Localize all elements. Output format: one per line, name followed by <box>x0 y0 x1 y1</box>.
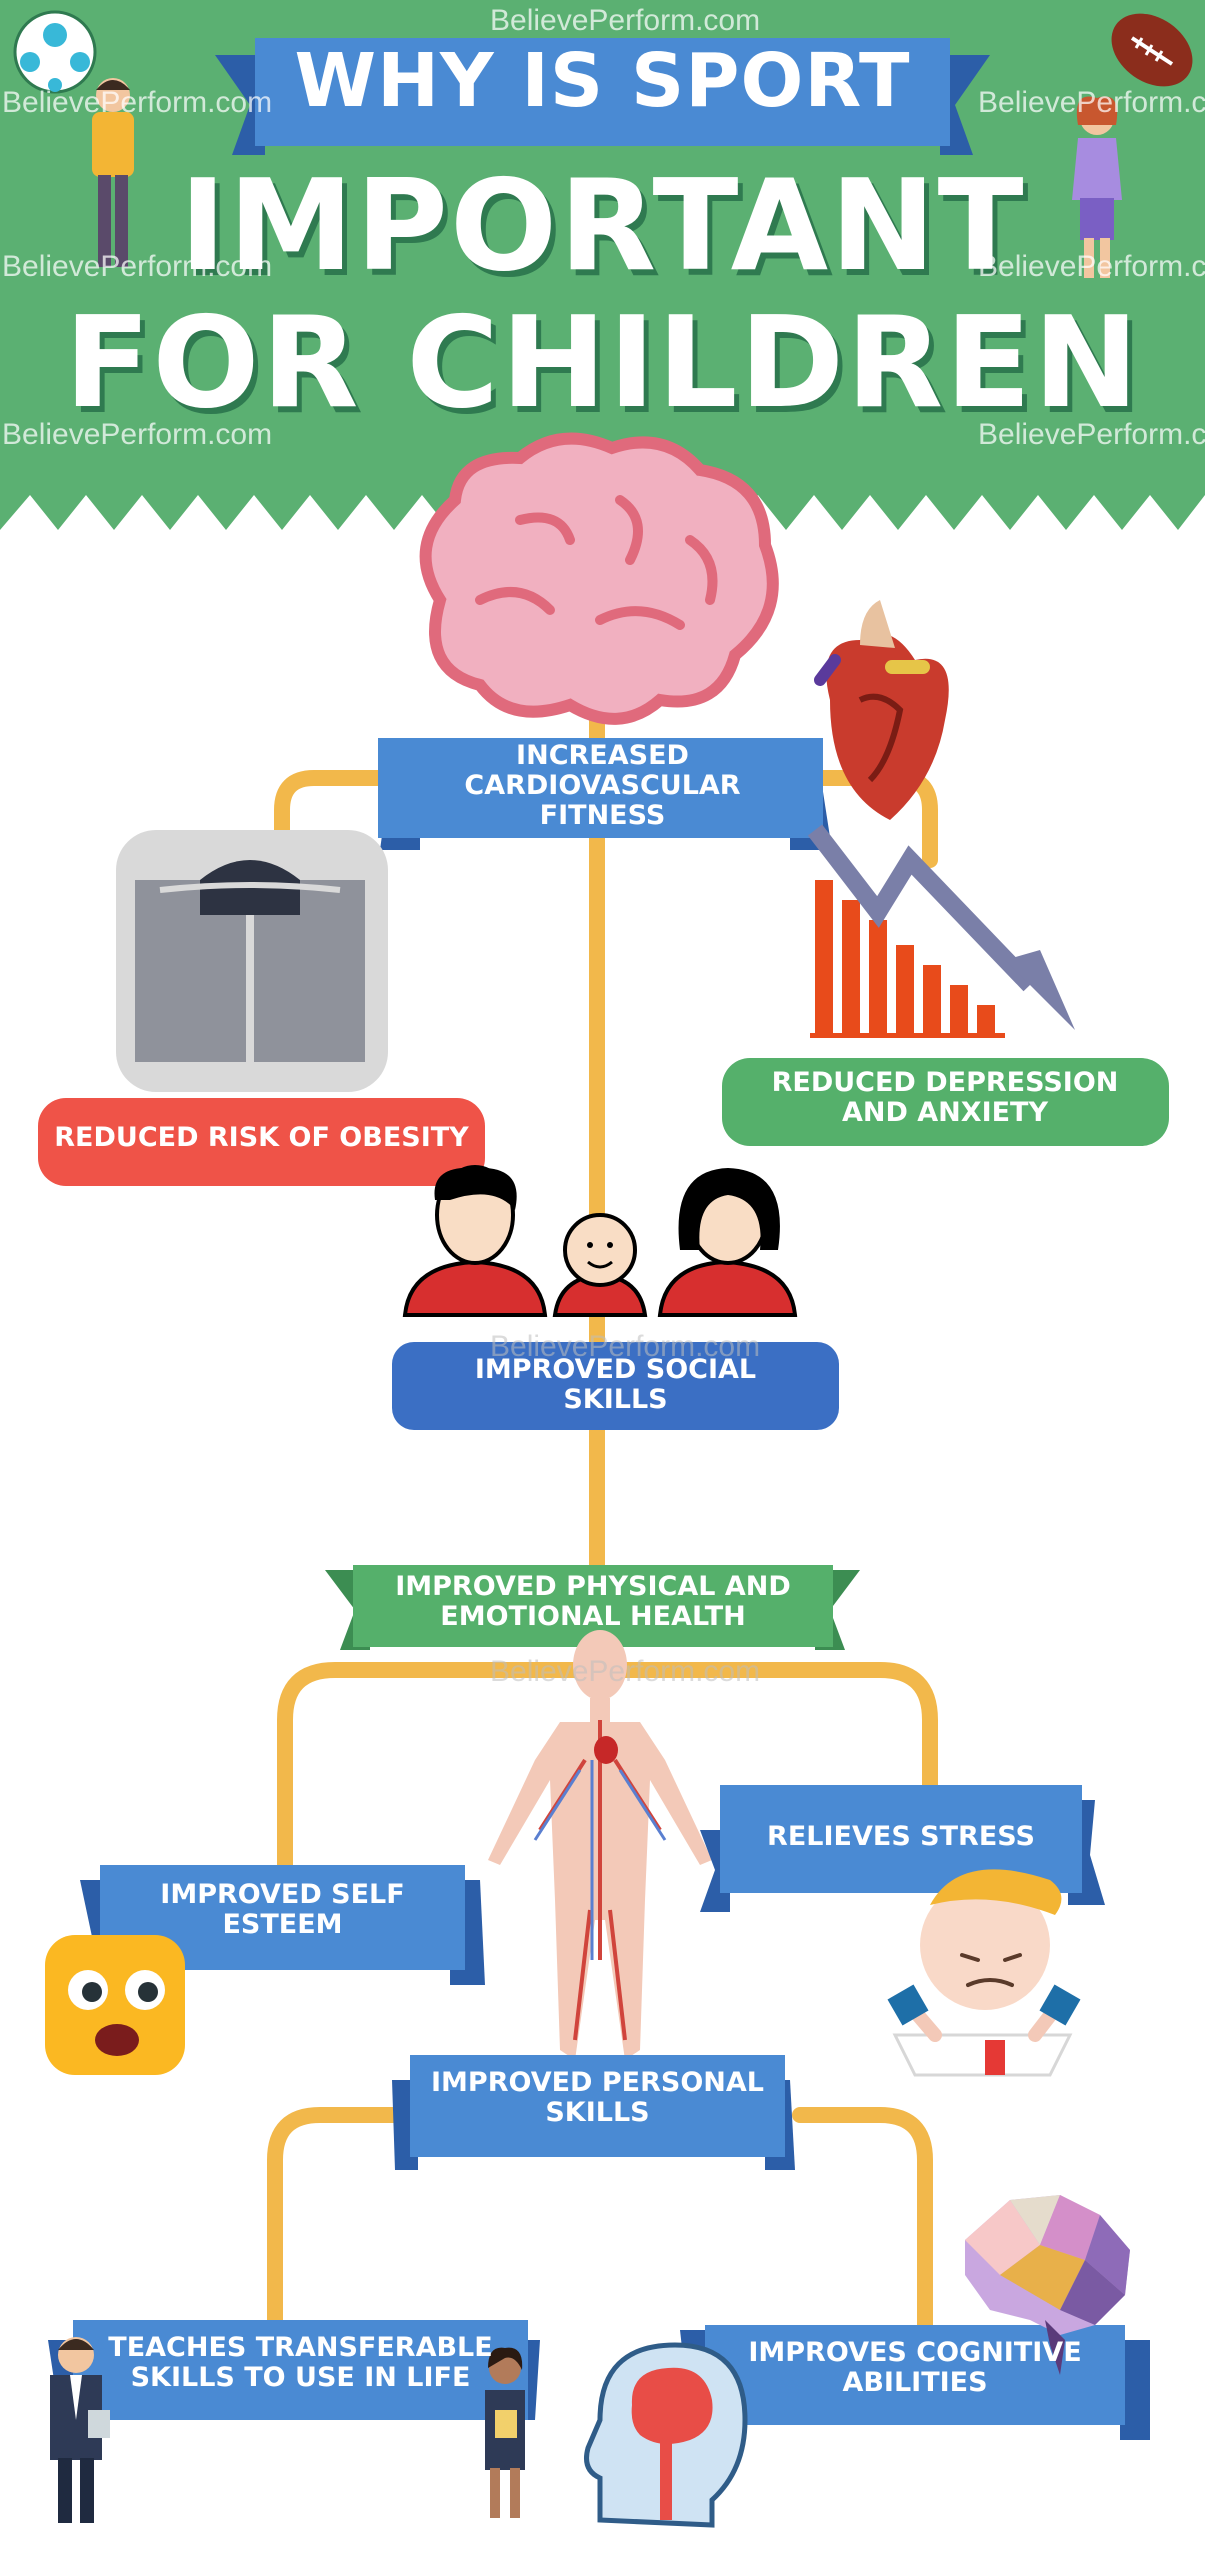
watermark-right-2: BelievePerform.com <box>978 250 1205 283</box>
head-brain-icon <box>584 2342 748 2528</box>
label-social: IMPROVED SOCIAL SKILLS <box>474 1354 757 1416</box>
colorful-brain-icon <box>965 2195 1130 2375</box>
title-line-1: WHY IS SPORT <box>294 38 911 124</box>
label-depression: REDUCED DEPRESSION AND ANXIETY <box>771 1067 1119 1129</box>
label-stress: RELIEVES STRESS <box>767 1821 1035 1852</box>
social-badge <box>392 1342 839 1430</box>
woman-with-tablet-icon <box>485 2347 525 2518</box>
girl-icon <box>1072 96 1122 278</box>
label-cardiovascular: INCREASED CARDIOVASCULAR FITNESS <box>464 740 741 832</box>
label-self-esteem: IMPROVED SELF ESTEEM <box>160 1879 405 1941</box>
label-personal: IMPROVED PERSONAL SKILLS <box>431 2067 764 2129</box>
watermark-left-2: BelievePerform.com <box>2 250 273 283</box>
title-banner <box>215 38 990 155</box>
label-transferable: TEACHES TRANSFERABLE SKILLS TO USE IN LI… <box>108 2332 493 2394</box>
family-icon <box>402 1165 798 1317</box>
stressed-child-icon <box>887 1869 1081 2077</box>
label-cognitive: IMPROVES COGNITIVE ABILITIES <box>748 2337 1082 2399</box>
man-with-tablet-icon <box>50 2337 110 2523</box>
watermark-left-1: BelievePerform.com <box>2 86 273 119</box>
depression-badge <box>722 1058 1169 1146</box>
watermark-left-3: BelievePerform.com <box>2 418 273 451</box>
label-obesity: REDUCED RISK OF OBESITY <box>54 1122 469 1153</box>
title-line-3: FOR CHILDREN <box>64 289 1141 436</box>
football-icon <box>1111 13 1193 87</box>
declining-chart-icon <box>807 824 1075 1038</box>
surprised-face-icon <box>45 1935 185 2075</box>
soccer-ball-icon <box>13 10 97 94</box>
watermark-body: BelievePerform.com <box>490 1655 761 1688</box>
watermark-social: BelievePerform.com <box>490 1330 761 1363</box>
watermark-right-1: BelievePerform.com <box>978 86 1205 119</box>
scale-icon <box>116 830 388 1092</box>
title-line-2: IMPORTANT <box>179 152 1026 299</box>
cardiovascular-banner <box>378 738 832 850</box>
label-health: IMPROVED PHYSICAL AND EMOTIONAL HEALTH <box>395 1571 791 1633</box>
watermark-right-3: BelievePerform.com <box>978 418 1205 451</box>
heart-icon <box>814 600 949 820</box>
obesity-badge <box>38 1098 485 1186</box>
circulatory-body-icon <box>488 1630 712 2060</box>
brain-icon <box>419 432 779 725</box>
watermark-top: BelievePerform.com <box>490 4 761 37</box>
personal-skills-banner <box>392 2055 795 2170</box>
boy-icon <box>92 78 134 267</box>
